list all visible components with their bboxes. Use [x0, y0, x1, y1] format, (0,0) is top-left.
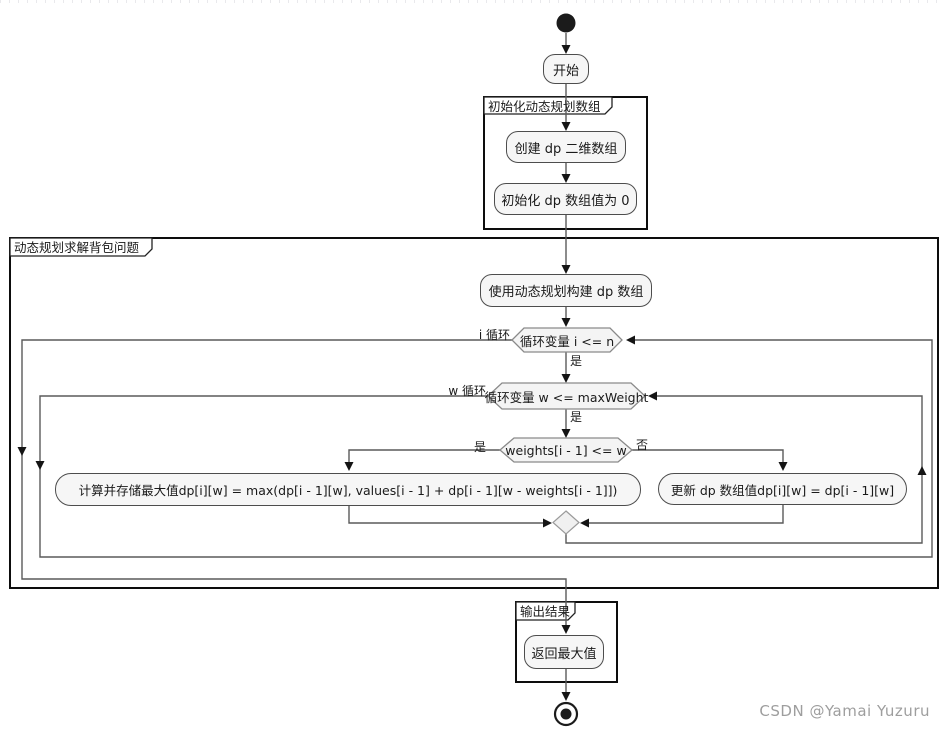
arrow-i-exit-down	[17, 447, 27, 456]
activity-build-dp: 使用动态规划构建 dp 数组	[480, 274, 652, 307]
arrow-into-return	[561, 625, 571, 634]
condition-loop-w-label: 循环变量 w <= maxWeight	[484, 389, 649, 405]
label-i-loop: i 循环	[478, 328, 510, 342]
edge-update-to-merge	[583, 505, 784, 524]
partition-output-title: 输出结果	[520, 604, 571, 619]
arrow-into-calc	[344, 462, 354, 471]
label-no-branch: 否	[636, 438, 649, 452]
activity-update-dp: 更新 dp 数组值dp[i][w] = dp[i - 1][w]	[658, 473, 907, 505]
label-yes-loop-i: 是	[570, 354, 583, 368]
arrow-loopback-into-loopi	[626, 335, 635, 345]
edge-check-no-branch	[632, 449, 784, 466]
hexagon-loop-i	[511, 327, 623, 353]
partition-solve-title: 动态规划求解背包问题	[14, 240, 140, 255]
arrow-merge-right	[580, 518, 589, 528]
label-yes-loop-w: 是	[570, 410, 583, 424]
arrow-into-init	[561, 174, 571, 183]
edge-i-exit-to-output	[21, 339, 567, 630]
arrow-into-create	[561, 122, 571, 131]
start-node	[556, 13, 576, 33]
partition-solve-tab	[9, 237, 153, 257]
arrow-into-loopi	[561, 318, 571, 327]
merge-diamond	[552, 510, 580, 535]
arrow-into-build	[561, 265, 571, 274]
label-w-loop: w 循环	[448, 384, 486, 398]
partition-init-tab	[483, 96, 613, 115]
partition-init-title: 初始化动态规划数组	[488, 99, 601, 114]
arrow-merge-left	[543, 518, 552, 528]
hexagon-loop-w	[487, 382, 646, 410]
end-node-dot	[560, 708, 572, 720]
activity-init-dp: 初始化 dp 数组值为 0	[494, 183, 637, 215]
activity-return-max: 返回最大值	[524, 635, 604, 669]
label-yes-branch: 是	[473, 440, 486, 454]
activity-calc-max: 计算并存储最大值dp[i][w] = max(dp[i - 1][w], val…	[55, 473, 641, 506]
edge-w-exit-i-loopback	[39, 339, 933, 558]
arrow-w-loopback-up	[917, 466, 927, 475]
arrow-into-check	[561, 429, 571, 438]
activity-create-dp: 创建 dp 二维数组	[506, 131, 626, 163]
arrow-loopback-into-loopw	[648, 391, 657, 401]
csdn-watermark: CSDN @Yamai Yuzuru	[759, 702, 930, 720]
page-top-texture	[0, 0, 942, 3]
condition-weight-label: weights[i - 1] <= w	[505, 442, 627, 458]
arrow-w-exit-down	[35, 461, 45, 470]
condition-loop-i-label: 循环变量 i <= n	[519, 333, 615, 349]
activity-start: 开始	[543, 54, 589, 84]
hexagon-weight-check	[499, 437, 633, 463]
partition-solve-frame	[9, 237, 939, 589]
edge-check-yes-branch	[348, 449, 500, 466]
edge-w-loopback	[565, 395, 923, 544]
arrow-into-loopw	[561, 374, 571, 383]
partition-output-tab	[515, 601, 576, 621]
arrow-into-update	[778, 462, 788, 471]
arrow-into-end	[561, 692, 571, 701]
edge-calc-to-merge	[348, 506, 549, 524]
arrow-into-kaishi	[561, 45, 571, 54]
